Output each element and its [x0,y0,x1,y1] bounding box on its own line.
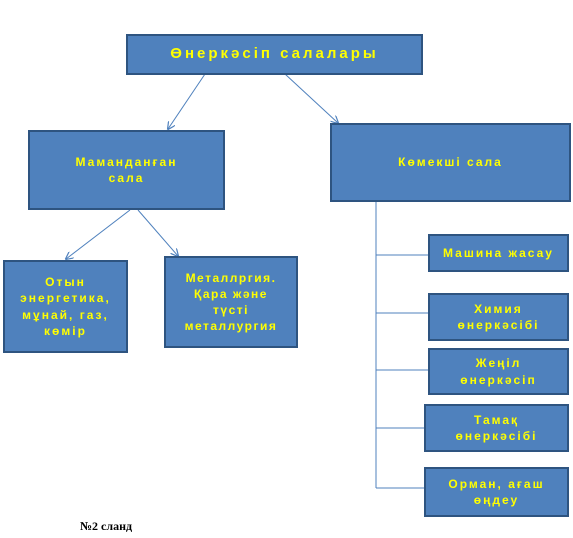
light-industry-label: Жеңіл өнеркәсіп [460,356,537,387]
arrow-root-to-specialized [168,73,206,129]
food-industry-node: Тамақ өнеркәсібі [424,404,569,452]
metallurgy-label: Металлргия. Қара және түсті металлургия [184,270,278,334]
auxiliary-branch-label: Көмекші сала [398,155,503,170]
arrow-root-to-auxiliary [284,73,338,123]
chemical-industry-label: Химия өнеркәсібі [457,301,540,332]
light-industry-node: Жеңіл өнеркәсіп [428,348,569,395]
metallurgy-node: Металлргия. Қара және түсті металлургия [164,256,298,348]
fuel-energy-node: Отын энергетика, мұнай, газ, көмір [3,260,128,353]
forestry-node: Орман, ағаш өңдеу [424,467,569,517]
machine-building-label: Машина жасау [443,245,554,260]
machine-building-node: Машина жасау [428,234,569,272]
fuel-energy-label: Отын энергетика, мұнай, газ, көмір [20,275,111,338]
specialized-branch-node: Маманданған сала [28,130,225,210]
slide-caption: №2 сланд [80,519,133,533]
arrow-specialized-to-fuel [66,209,131,259]
specialized-branch-label: Маманданған сала [75,154,178,185]
arrow-specialized-to-metallurgy [137,209,178,256]
root-label: Өнеркәсіп салалары [170,45,379,63]
auxiliary-branch-node: Көмекші сала [330,123,571,202]
food-industry-label: Тамақ өнеркәсібі [455,412,538,443]
forestry-label: Орман, ағаш өңдеу [448,476,545,507]
chemical-industry-node: Химия өнеркәсібі [428,293,569,341]
root-node: Өнеркәсіп салалары [126,34,423,75]
